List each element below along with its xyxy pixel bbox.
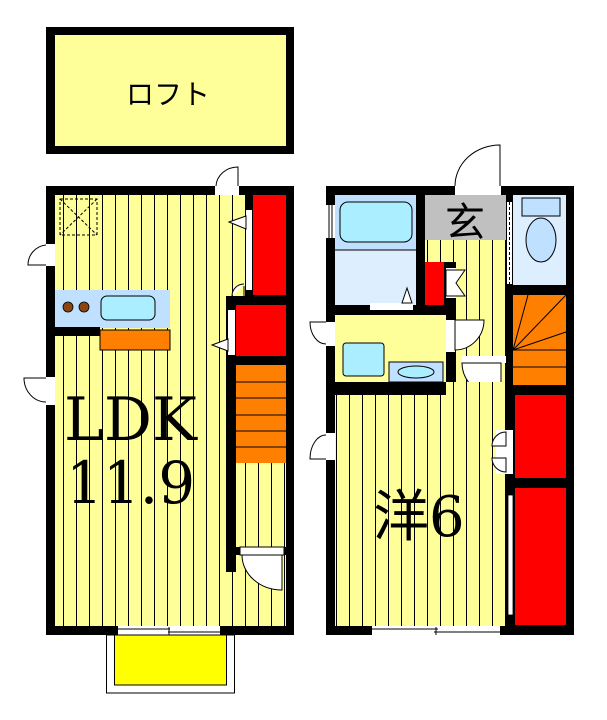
entrance-door-icon: [454, 144, 501, 187]
door-icon: [215, 166, 239, 187]
door-icon: [454, 319, 485, 351]
upper-unit: 玄: [309, 144, 574, 635]
stairs-icon: [512, 294, 567, 385]
ldk-floor: [55, 195, 245, 296]
closet-door-icon: [227, 215, 247, 230]
washbasin-icon: [342, 342, 385, 377]
ldk-size: 11.9: [66, 449, 195, 517]
ldk-label: LDK: [64, 385, 198, 455]
closet-4: [515, 395, 566, 478]
bathtub-icon: [339, 201, 413, 243]
window-door-icon: [27, 244, 47, 266]
sliding-window-icon: [372, 626, 500, 635]
closet-2: [236, 305, 286, 356]
corridor-floor: [425, 240, 506, 262]
toilet-icon: [525, 217, 557, 263]
entrance-label: 玄: [445, 200, 485, 246]
sink-icon: [100, 295, 156, 321]
burner-icon: [78, 301, 90, 313]
stairs-icon: [236, 365, 286, 463]
skylight-icon: [59, 198, 98, 236]
window-door-icon: [309, 321, 327, 345]
entrance-area: [425, 195, 506, 240]
closet-3: [425, 262, 444, 305]
hallway-floor: [236, 463, 286, 547]
door-icon: [241, 554, 283, 591]
loft-label: ロフト: [126, 78, 210, 111]
window-door-icon: [309, 434, 327, 460]
ldk-unit: LDK 11.9: [23, 166, 294, 694]
toilet-room: [507, 195, 566, 285]
balcony: [106, 634, 235, 694]
western-room-floor: [335, 395, 506, 626]
kitchen-counter: [46, 290, 171, 351]
closet-1: [253, 195, 286, 295]
window-door-icon: [23, 377, 47, 403]
burner-icon: [62, 301, 74, 313]
western-room-label: 洋6: [373, 485, 465, 550]
loft-room: ロフト: [46, 27, 294, 154]
closet-5: [515, 488, 566, 625]
sliding-window-icon: [118, 626, 220, 635]
bathroom: [326, 195, 416, 310]
